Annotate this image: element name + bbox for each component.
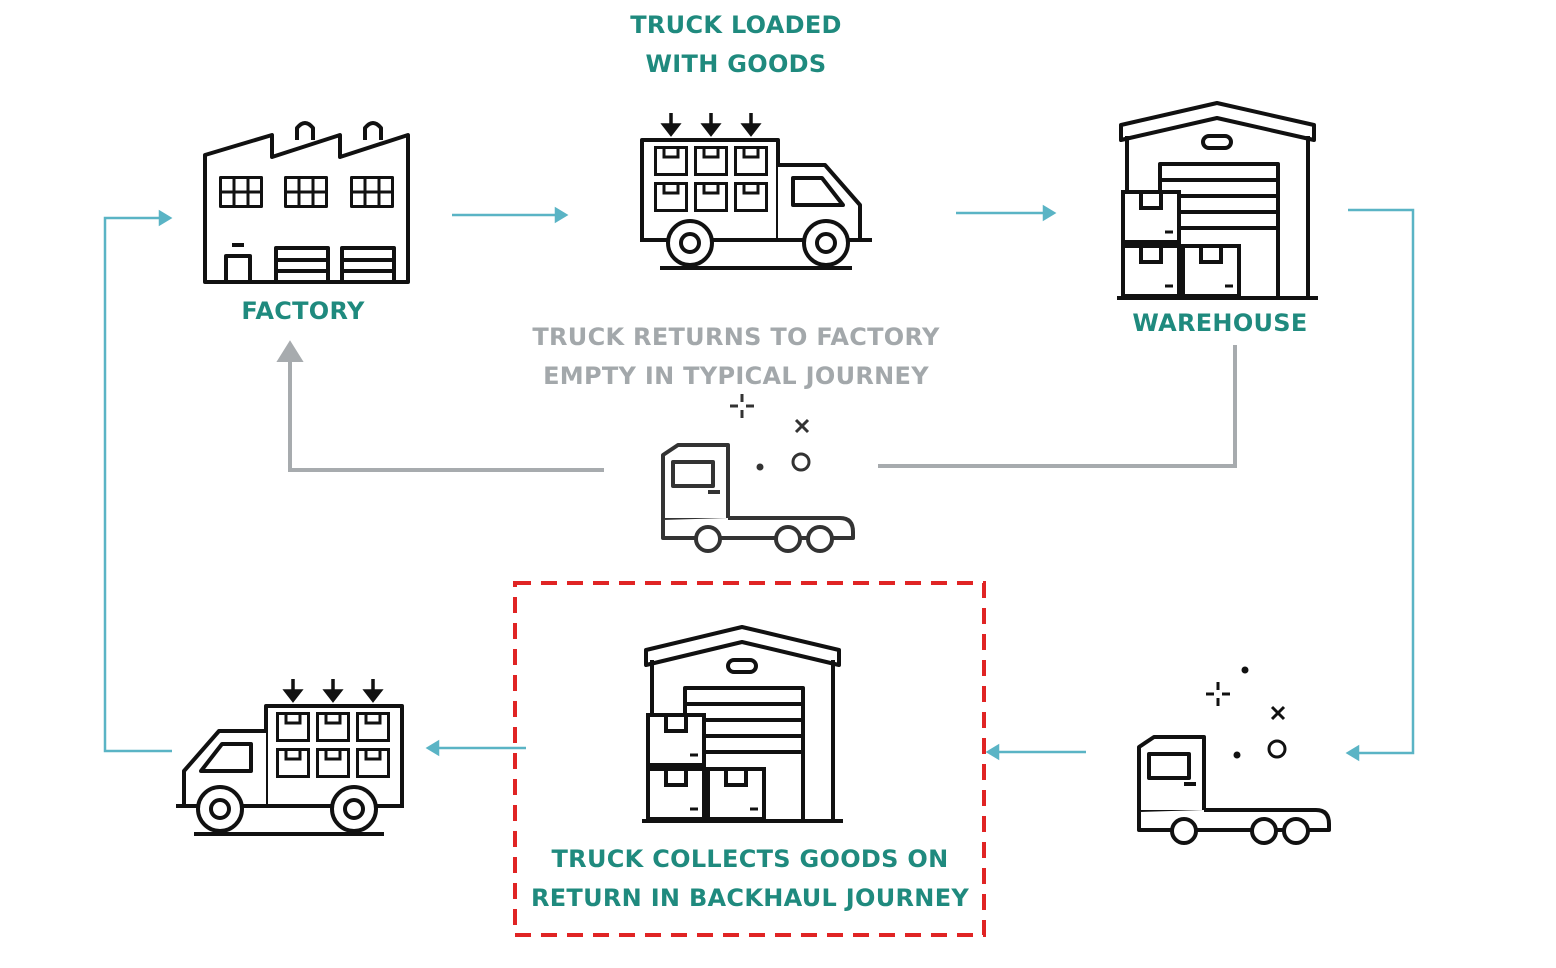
loading-arrows — [660, 113, 762, 137]
sparkle-marks — [1206, 666, 1287, 759]
empty-return-label: TRUCK RETURNS TO FACTORY EMPTY IN TYPICA… — [486, 318, 986, 396]
backhaul-label: TRUCK COLLECTS GOODS ON RETURN IN BACKHA… — [510, 840, 990, 918]
backhaul-line1: TRUCK COLLECTS GOODS ON — [551, 845, 949, 873]
backhaul-highlight-box — [513, 581, 986, 937]
arrow-empty-truck-to-backhaul-warehouse — [985, 743, 1086, 761]
arrow-truck-to-warehouse — [956, 204, 1057, 222]
arrow-factory-to-truck — [452, 206, 569, 224]
warehouse-label: WAREHOUSE — [1132, 309, 1308, 337]
truck-loaded-line2: WITH GOODS — [645, 50, 827, 78]
loading-arrows — [282, 679, 384, 703]
arrow-loaded-truck-up-to-factory — [103, 209, 173, 753]
empty-return-arrows — [276, 340, 1237, 472]
arrow-warehouse-down-to-empty-truck — [1345, 208, 1415, 762]
arrow-warehouse-to-empty-truck — [878, 345, 1237, 468]
sparkle-marks — [730, 394, 811, 472]
arrow-backhaul-warehouse-to-loaded-truck — [425, 739, 526, 757]
backhaul-empty-tractor-truck-icon — [1137, 666, 1331, 845]
truck-loaded-line1: TRUCK LOADED — [630, 11, 842, 39]
empty-return-line1: TRUCK RETURNS TO FACTORY — [532, 323, 940, 351]
backhaul-loaded-truck-icon — [176, 679, 404, 836]
flow-arrows — [103, 204, 1415, 762]
truck-loaded-label: TRUCK LOADED WITH GOODS — [586, 6, 886, 84]
warehouse-icon — [1117, 101, 1318, 300]
backhaul-line2: RETURN IN BACKHAUL JOURNEY — [530, 884, 970, 912]
empty-return-line2: EMPTY IN TYPICAL JOURNEY — [543, 362, 929, 390]
factory-label: FACTORY — [241, 297, 365, 325]
empty-tractor-truck-icon — [661, 394, 855, 553]
loaded-truck-icon — [640, 113, 872, 270]
backhaul-warehouse-icon — [642, 625, 843, 823]
arrow-empty-truck-to-factory — [276, 340, 604, 472]
factory-icon — [203, 121, 410, 284]
